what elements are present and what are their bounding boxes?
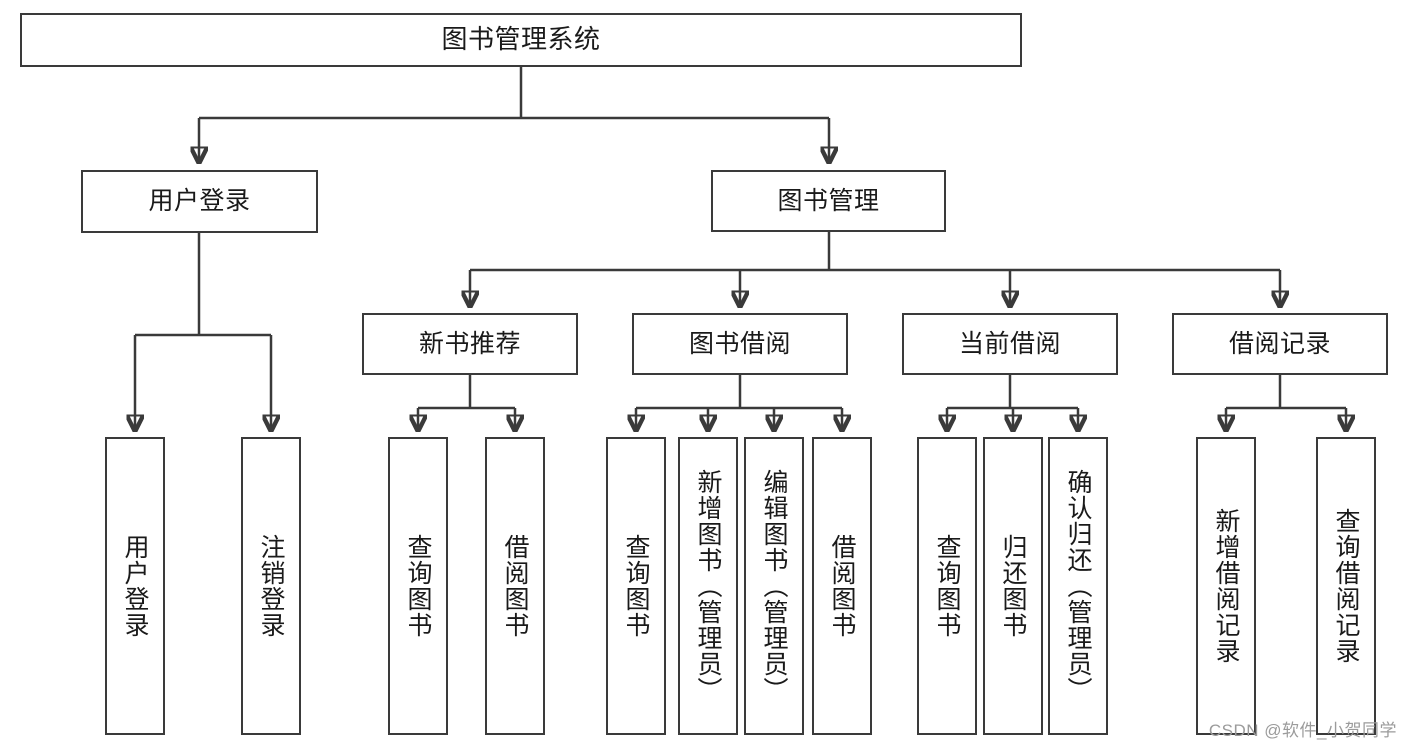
leaf-borrow-book-label: 借阅图书 [828,534,856,638]
leaf-query-book-borrow[interactable]: 查询图书 [606,437,666,735]
leaf-logout-label: 注销登录 [257,534,285,638]
leaf-confirm-return-admin[interactable]: 确认归还（管理员） [1048,437,1108,735]
leaf-query-book-borrow-label: 查询图书 [622,534,650,638]
leaf-query-book-current-label: 查询图书 [933,534,961,638]
leaf-user-login[interactable]: 用户登录 [105,437,165,735]
leaf-add-borrow-record[interactable]: 新增借阅记录 [1196,437,1256,735]
leaf-add-borrow-record-label: 新增借阅记录 [1212,508,1240,664]
node-borrow-records-label: 借阅记录 [1228,329,1331,358]
leaf-return-book-label: 归还图书 [999,534,1027,638]
node-book-management[interactable]: 图书管理 [711,170,946,232]
node-root-label: 图书管理系统 [441,24,601,55]
leaf-add-book-admin-label: 新增图书（管理员） [694,469,722,703]
node-book-management-label: 图书管理 [777,186,880,215]
leaf-borrow-book-new-label: 借阅图书 [501,534,529,638]
leaf-query-borrow-record[interactable]: 查询借阅记录 [1316,437,1376,735]
leaf-edit-book-admin-label: 编辑图书（管理员） [760,469,788,703]
leaf-user-login-label: 用户登录 [121,534,149,638]
leaf-query-book-current[interactable]: 查询图书 [917,437,977,735]
leaf-query-borrow-record-label: 查询借阅记录 [1332,508,1360,664]
leaf-return-book[interactable]: 归还图书 [983,437,1043,735]
leaf-logout[interactable]: 注销登录 [241,437,301,735]
node-user-login[interactable]: 用户登录 [81,170,318,233]
node-borrow-records[interactable]: 借阅记录 [1172,313,1388,375]
watermark-text: CSDN @软件_小贺同学 [1208,721,1397,740]
node-root[interactable]: 图书管理系统 [20,13,1022,67]
leaf-confirm-return-admin-label: 确认归还（管理员） [1064,469,1092,703]
node-current-borrow[interactable]: 当前借阅 [902,313,1118,375]
leaf-query-book-new[interactable]: 查询图书 [388,437,448,735]
node-user-login-label: 用户登录 [148,187,251,216]
node-book-borrow[interactable]: 图书借阅 [632,313,848,375]
leaf-edit-book-admin[interactable]: 编辑图书（管理员） [744,437,804,735]
leaf-add-book-admin[interactable]: 新增图书（管理员） [678,437,738,735]
node-new-book-recommend[interactable]: 新书推荐 [362,313,578,375]
leaf-query-book-new-label: 查询图书 [404,534,432,638]
leaf-borrow-book[interactable]: 借阅图书 [812,437,872,735]
node-book-borrow-label: 图书借阅 [688,329,791,358]
node-current-borrow-label: 当前借阅 [958,329,1061,358]
node-new-book-recommend-label: 新书推荐 [418,329,521,358]
leaf-borrow-book-new[interactable]: 借阅图书 [485,437,545,735]
